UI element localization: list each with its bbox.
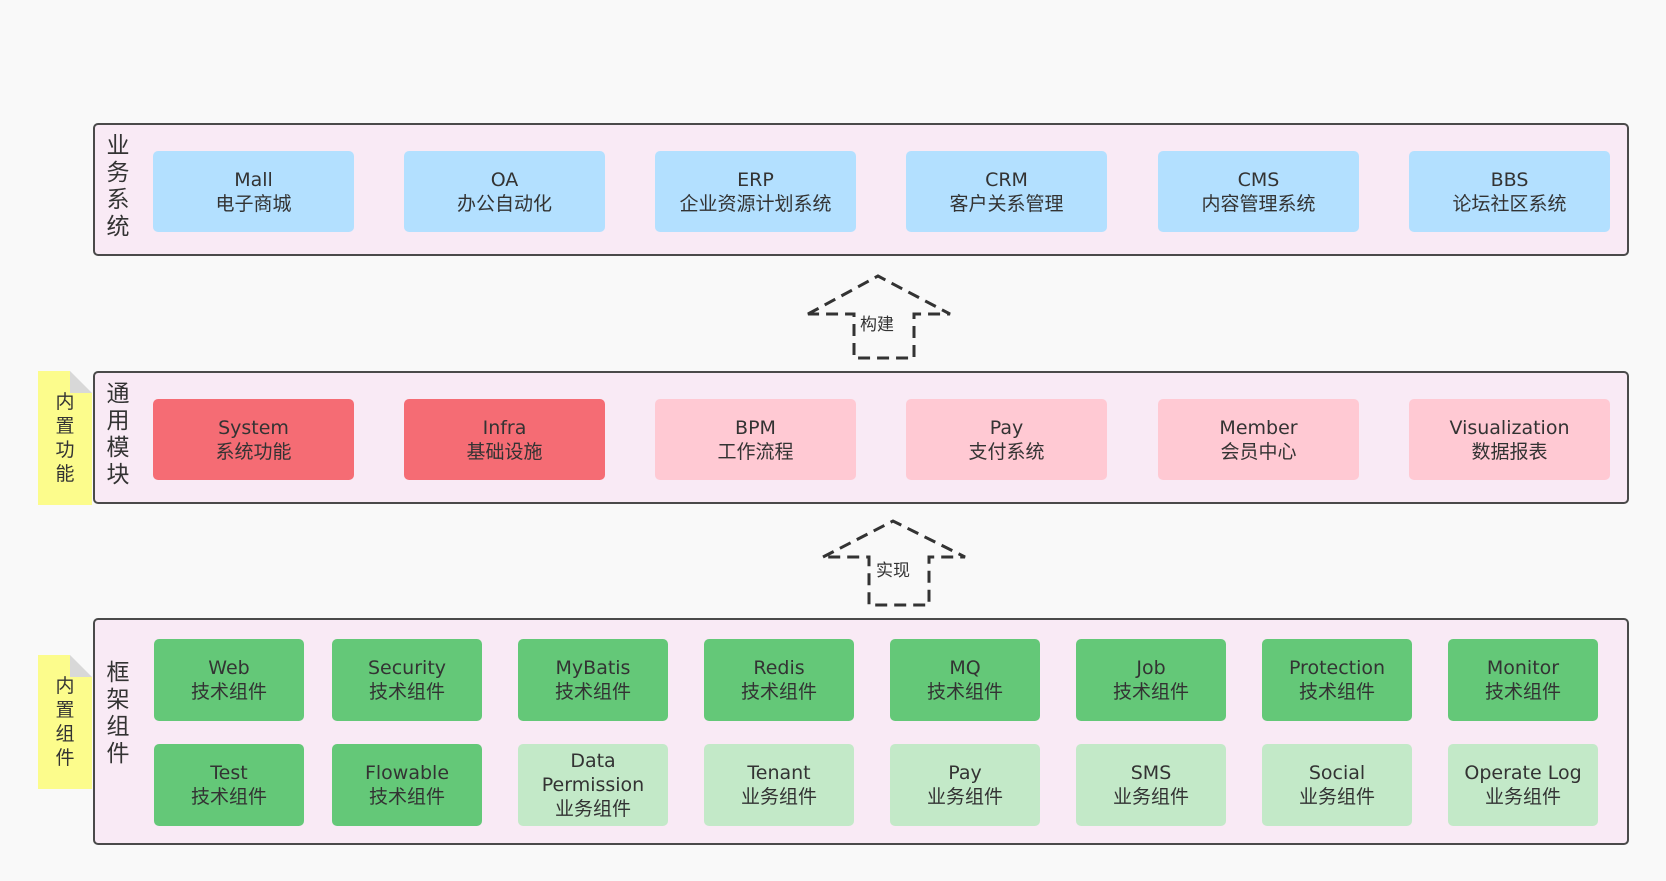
component-box-sms: SMS 业务组件: [1076, 744, 1226, 826]
component-box-web: Web 技术组件: [154, 639, 304, 721]
builtin-components-note: 内 置 组 件: [38, 655, 92, 789]
component-box-flowable: Flowable 技术组件: [332, 744, 482, 826]
module-box-member: Member 会员中心: [1158, 399, 1359, 480]
module-box-bpm: BPM 工作流程: [655, 399, 856, 480]
component-box-protection: Protection 技术组件: [1262, 639, 1412, 721]
system-box-cms: CMS 内容管理系统: [1158, 151, 1359, 232]
component-box-data-permission: Data Permission 业务组件: [518, 744, 668, 826]
common-modules-title: 通 用 模 块: [106, 381, 130, 488]
component-box-tenant: Tenant 业务组件: [704, 744, 854, 826]
framework-components-layer: 框 架 组 件 Web 技术组件 Security 技术组件 MyBatis 技…: [93, 618, 1629, 845]
system-box-bbs: BBS 论坛社区系统: [1409, 151, 1610, 232]
component-box-security: Security 技术组件: [332, 639, 482, 721]
module-box-system: System 系统功能: [153, 399, 354, 480]
component-box-monitor: Monitor 技术组件: [1448, 639, 1598, 721]
component-box-test: Test 技术组件: [154, 744, 304, 826]
system-box-erp: ERP 企业资源计划系统: [655, 151, 856, 232]
component-box-job: Job 技术组件: [1076, 639, 1226, 721]
build-arrow-label: 构建: [860, 315, 894, 335]
system-box-crm: CRM 客户关系管理: [906, 151, 1107, 232]
component-box-pay: Pay 业务组件: [890, 744, 1040, 826]
component-box-social: Social 业务组件: [1262, 744, 1412, 826]
module-box-infra: Infra 基础设施: [404, 399, 605, 480]
common-modules-layer: 通 用 模 块 System 系统功能 Infra 基础设施 BPM 工作流程 …: [93, 371, 1629, 504]
system-box-mall: Mall 电子商城: [153, 151, 354, 232]
implement-arrow: [822, 519, 966, 607]
business-systems-layer: 业 务 系 统 Mall 电子商城 OA 办公自动化 ERP 企业资源计划系统 …: [93, 123, 1629, 256]
component-box-mq: MQ 技术组件: [890, 639, 1040, 721]
builtin-features-note: 内 置 功 能: [38, 371, 92, 505]
system-box-oa: OA 办公自动化: [404, 151, 605, 232]
module-box-visualization: Visualization 数据报表: [1409, 399, 1610, 480]
implement-arrow-label: 实现: [876, 561, 910, 581]
framework-components-title: 框 架 组 件: [106, 660, 130, 767]
build-arrow: [807, 274, 951, 360]
module-box-pay: Pay 支付系统: [906, 399, 1107, 480]
business-systems-title: 业 务 系 统: [106, 133, 130, 240]
component-box-mybatis: MyBatis 技术组件: [518, 639, 668, 721]
component-box-operate-log: Operate Log 业务组件: [1448, 744, 1598, 826]
component-box-redis: Redis 技术组件: [704, 639, 854, 721]
